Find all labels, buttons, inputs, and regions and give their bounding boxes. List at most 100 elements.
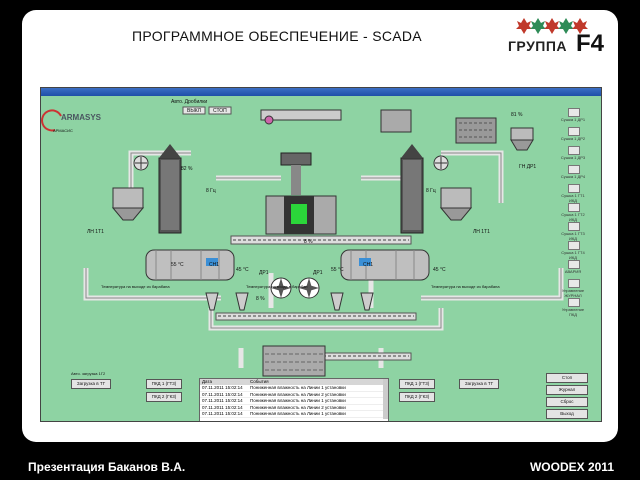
chain-conveyor-bottom bbox=[215, 312, 417, 361]
conveyor-top-left bbox=[260, 109, 342, 125]
load-right-button[interactable]: Загрузка в ТГ bbox=[459, 379, 499, 389]
maple-leaves-icon bbox=[516, 18, 588, 34]
side-item-icon[interactable] bbox=[568, 108, 580, 117]
side-item-label[interactable]: Управление ПКД bbox=[561, 307, 585, 317]
side-item-label[interactable]: Сушка 1 ДР1 bbox=[560, 117, 586, 122]
fan-left bbox=[270, 277, 292, 299]
side-item-icon[interactable] bbox=[568, 165, 580, 174]
svg-text:55 °С: 55 °С bbox=[331, 267, 344, 273]
scada-window: ARMASYS АРМАСИС bbox=[40, 87, 602, 422]
side-item-label[interactable]: Управление ЖУРНАЛ bbox=[561, 288, 585, 298]
side-item-icon[interactable] bbox=[568, 298, 580, 307]
fan-right bbox=[298, 277, 320, 299]
svg-text:45 °С: 45 °С bbox=[236, 267, 249, 273]
svg-text:81 %: 81 % bbox=[511, 112, 523, 118]
side-item-icon[interactable] bbox=[568, 222, 580, 231]
svg-text:82 %: 82 % bbox=[181, 166, 193, 172]
svg-text:ГН ДР1: ГН ДР1 bbox=[519, 164, 536, 170]
svg-text:Температура на выходе из бараб: Температура на выходе из барабана bbox=[101, 284, 170, 289]
storage-silo bbox=[262, 345, 326, 377]
left-control-label: Авто. загрузка 1Г2 bbox=[71, 371, 106, 376]
side-item-icon[interactable] bbox=[568, 146, 580, 155]
journal-button[interactable]: Журнал bbox=[546, 385, 588, 395]
side-item-icon[interactable] bbox=[568, 241, 580, 250]
central-press bbox=[265, 152, 337, 235]
pkd2-left-button[interactable]: ПКД 2 (ГК3) bbox=[146, 392, 182, 402]
furnace-right bbox=[400, 144, 449, 234]
svg-text:ДР1: ДР1 bbox=[313, 270, 323, 276]
svg-text:Температура на входе в барабан: Температура на входе в барабан bbox=[246, 284, 308, 289]
leaf-icon bbox=[572, 18, 588, 34]
chip-bin bbox=[380, 109, 534, 151]
armasys-logo: ARMASYS АРМАСИС bbox=[41, 109, 102, 133]
svg-text:ЛН 1Т1: ЛН 1Т1 bbox=[473, 229, 490, 235]
svg-text:СН1: СН1 bbox=[209, 262, 219, 268]
svg-text:55 °С: 55 °С bbox=[171, 262, 184, 268]
group-f4-logo: ГРУППА F4 bbox=[504, 16, 608, 57]
svg-text:8 Гц: 8 Гц bbox=[206, 188, 216, 194]
events-header: Дата События bbox=[200, 379, 388, 385]
furnace-left bbox=[133, 144, 182, 234]
hopper-left bbox=[111, 187, 145, 221]
side-item-icon[interactable] bbox=[568, 184, 580, 193]
chain-conveyor-top bbox=[230, 235, 412, 245]
leaf-icon bbox=[544, 18, 560, 34]
events-scrollbar[interactable] bbox=[383, 379, 388, 419]
side-item-icon[interactable] bbox=[568, 260, 580, 269]
events-col-date: Дата bbox=[202, 379, 212, 384]
svg-text:8 %: 8 % bbox=[304, 239, 313, 245]
hopper-right bbox=[439, 187, 473, 221]
svg-text:Авто. Дробилки: Авто. Дробилки bbox=[171, 99, 207, 105]
leaf-icon bbox=[530, 18, 546, 34]
exit-button[interactable]: Выход bbox=[546, 409, 588, 419]
logo-text: ГРУППА bbox=[508, 38, 568, 54]
pkd2-right-button[interactable]: ПКД 2 (ГК3) bbox=[399, 392, 435, 402]
svg-text:Температура на выходе из бараб: Температура на выходе из барабана bbox=[431, 284, 500, 289]
svg-text:СН1: СН1 bbox=[363, 262, 373, 268]
leaf-icon bbox=[558, 18, 574, 34]
svg-text:45 °С: 45 °С bbox=[433, 267, 446, 273]
svg-text:ARMASYS: ARMASYS bbox=[61, 113, 102, 122]
svg-text:8 Гц: 8 Гц bbox=[426, 188, 436, 194]
svg-text:8 %: 8 % bbox=[256, 296, 265, 302]
svg-text:ВЫКЛ: ВЫКЛ bbox=[187, 108, 201, 114]
svg-text:АРМАСИС: АРМАСИС bbox=[53, 128, 73, 133]
footer-event: WOODEX 2011 bbox=[529, 460, 614, 474]
logo-mark: F4 bbox=[576, 30, 605, 57]
process-diagram: ARMASYS АРМАСИС bbox=[41, 99, 564, 377]
side-item-icon[interactable] bbox=[568, 203, 580, 212]
side-item-label[interactable]: Сушка 1 ГТ1 ИКД bbox=[561, 193, 585, 203]
side-item-label[interactable]: Сушка 1 ДР4 bbox=[560, 174, 586, 179]
side-item-icon[interactable] bbox=[568, 127, 580, 136]
side-item-label[interactable]: Сушка 1 ГТ2 ИКД bbox=[561, 212, 585, 222]
reset-button[interactable]: Сброс bbox=[546, 397, 588, 407]
load-left-button[interactable]: Загрузка в ТГ bbox=[71, 379, 111, 389]
slide-header: ПРОГРАММНОЕ ОБЕСПЕЧЕНИЕ - SCADA ГРУППА F… bbox=[22, 10, 618, 60]
side-item-label[interactable]: Сушка 1 ДР2 bbox=[560, 136, 586, 141]
side-item-label[interactable]: Сушка 1 ГТ3 ИКД bbox=[561, 231, 585, 241]
svg-text:ДР1: ДР1 bbox=[259, 270, 269, 276]
cyclones bbox=[205, 292, 374, 311]
pkd1-right-button[interactable]: ПКД 1 (ГТ3) bbox=[399, 379, 435, 389]
window-titlebar bbox=[41, 88, 601, 96]
side-item-label[interactable]: Сушка 1 ДР3 bbox=[560, 155, 586, 160]
side-item-icon[interactable] bbox=[568, 279, 580, 288]
svg-text:СТОП: СТОП bbox=[213, 108, 227, 114]
slide-title: ПРОГРАММНОЕ ОБЕСПЕЧЕНИЕ - SCADA bbox=[132, 28, 422, 44]
footer-author: Презентация Баканов В.А. bbox=[28, 460, 186, 474]
pkd1-left-button[interactable]: ПКД 1 (ГТ3) bbox=[146, 379, 182, 389]
side-item-label[interactable]: АВАРИЯ bbox=[564, 269, 582, 274]
leaf-icon bbox=[516, 18, 532, 34]
events-col-event: События bbox=[250, 379, 269, 384]
side-item-label[interactable]: Сушка 1 ГТ4 ИКД bbox=[561, 250, 585, 260]
dryer-drum-left bbox=[145, 249, 235, 281]
dryer-drum-right bbox=[340, 249, 430, 281]
stop-button[interactable]: Стоп bbox=[546, 373, 588, 383]
